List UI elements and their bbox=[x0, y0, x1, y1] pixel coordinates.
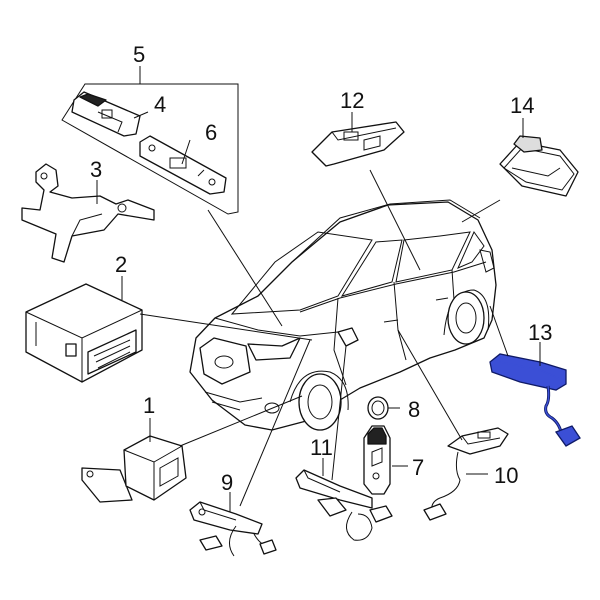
callout-9: 9 bbox=[221, 470, 233, 495]
callout-11: 11 bbox=[310, 435, 333, 460]
leader-lines bbox=[96, 111, 541, 512]
part-11-antenna[interactable] bbox=[295, 469, 393, 541]
part-8-component[interactable] bbox=[367, 396, 389, 420]
callout-12: 12 bbox=[340, 88, 364, 113]
callout-14: 14 bbox=[510, 93, 534, 118]
callout-10: 10 bbox=[494, 463, 518, 488]
part-12-component[interactable] bbox=[311, 121, 405, 167]
callout-1: 1 bbox=[143, 393, 155, 418]
part-13-highlighted[interactable] bbox=[489, 353, 581, 447]
callout-labels: 1 2 3 4 5 6 7 8 9 10 11 12 13 14 bbox=[90, 42, 552, 495]
callout-4: 4 bbox=[154, 92, 166, 117]
callout-6: 6 bbox=[205, 120, 217, 145]
part-3-bracket[interactable] bbox=[21, 163, 155, 263]
part-1-module[interactable] bbox=[81, 435, 187, 503]
part-9-antenna[interactable] bbox=[189, 501, 277, 557]
part-7-key-fob[interactable] bbox=[363, 425, 391, 495]
part-6-component[interactable] bbox=[139, 135, 227, 195]
part-5-group-box bbox=[61, 66, 239, 215]
part-4-component[interactable] bbox=[71, 91, 141, 137]
part-14-component[interactable] bbox=[499, 135, 579, 197]
callout-5: 5 bbox=[133, 42, 145, 67]
callout-8: 8 bbox=[408, 397, 420, 422]
callout-7: 7 bbox=[412, 455, 424, 480]
callout-3: 3 bbox=[90, 157, 102, 182]
vehicle-illustration bbox=[189, 199, 497, 431]
callout-13: 13 bbox=[528, 320, 552, 345]
part-2-module[interactable] bbox=[25, 283, 143, 383]
part-10-antenna[interactable] bbox=[423, 427, 509, 521]
callout-2: 2 bbox=[115, 252, 127, 277]
